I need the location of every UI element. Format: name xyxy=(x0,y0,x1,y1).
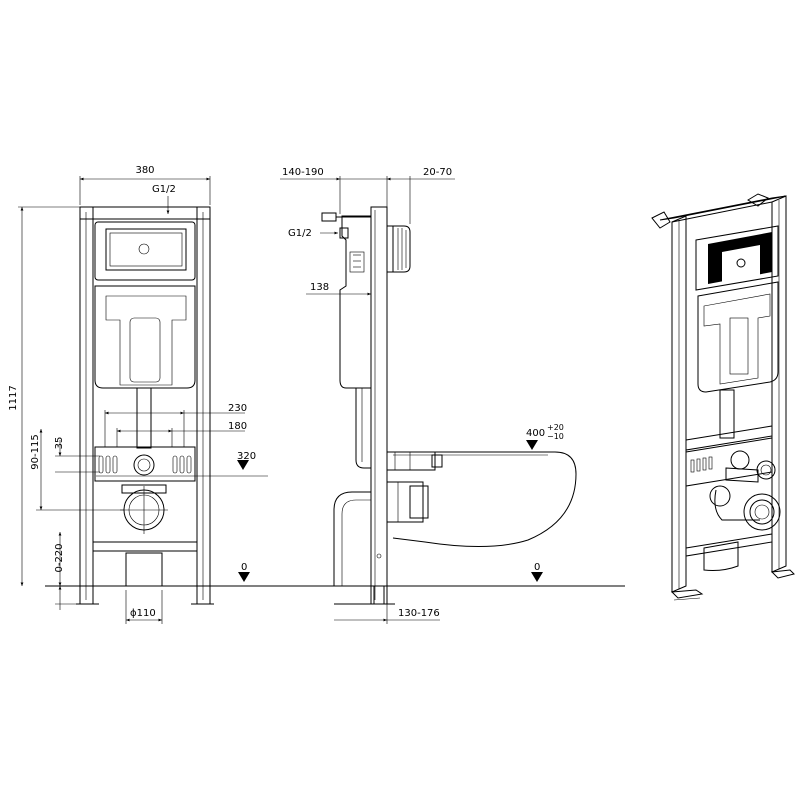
iso-top-bar xyxy=(659,195,787,221)
bowl-tol-plus: +20 xyxy=(547,423,564,432)
spacing-inner-label: 180 xyxy=(228,421,247,432)
toilet-bowl xyxy=(392,451,577,548)
side-view: 140-190 20-70 G1/2 138 400 +20 −10 0 130… xyxy=(280,167,577,624)
mounting-plate xyxy=(94,446,196,482)
front-view: 380 G1/2 1117 230 180 35 90-115 320 xyxy=(8,165,268,624)
flush-pipe xyxy=(136,387,152,449)
frame-top-bar xyxy=(79,206,211,220)
iso-cistern-tank xyxy=(697,281,779,393)
depth-right-label: 20-70 xyxy=(423,167,452,178)
isometric-view xyxy=(651,193,795,601)
foot-range-label: 0-220 xyxy=(54,543,65,572)
spacing-outer-label: 230 xyxy=(228,403,247,414)
frame-right-upright xyxy=(196,206,211,605)
height-label: 1117 xyxy=(8,385,19,410)
flush-actuator xyxy=(392,225,411,273)
side-cistern xyxy=(339,215,372,389)
side-floor-label: 0 xyxy=(534,562,540,573)
drain-elbow xyxy=(333,491,371,587)
cistern-tank xyxy=(94,285,196,389)
wall-panel xyxy=(386,225,394,273)
depth-left-label: 140-190 xyxy=(282,167,324,178)
width-label: 380 xyxy=(135,165,154,176)
flush-plate xyxy=(105,228,187,271)
wall-distance-label: 130-176 xyxy=(398,608,440,619)
mounting-slots xyxy=(98,455,192,474)
front-floor-label: 0 xyxy=(241,562,247,573)
bowl-tol-minus: −10 xyxy=(547,432,564,441)
cistern-housing xyxy=(94,221,196,281)
iso-left-upright xyxy=(671,215,687,593)
side-inlet-label: G1/2 xyxy=(288,228,312,239)
frame-left-upright xyxy=(79,206,94,605)
drain-pipe xyxy=(125,552,163,587)
iso-mounting-plate xyxy=(685,437,773,487)
logo-mark xyxy=(138,243,150,255)
pipe-diameter-label: ϕ110 xyxy=(130,608,156,619)
inlet-fitting xyxy=(133,454,155,476)
front-inlet-label: G1/2 xyxy=(152,184,176,195)
offset-range-label: 90-115 xyxy=(30,434,41,469)
iso-drain-outlet xyxy=(743,493,781,531)
bolt-height-label: 320 xyxy=(237,451,256,462)
side-frame xyxy=(370,206,388,605)
offset-small-label: 35 xyxy=(54,437,65,450)
frame-bottom-bar xyxy=(92,541,198,552)
bowl-height-label: 400 xyxy=(526,428,545,439)
pipe-offset-label: 138 xyxy=(310,282,329,293)
iso-cistern-housing xyxy=(695,225,779,291)
